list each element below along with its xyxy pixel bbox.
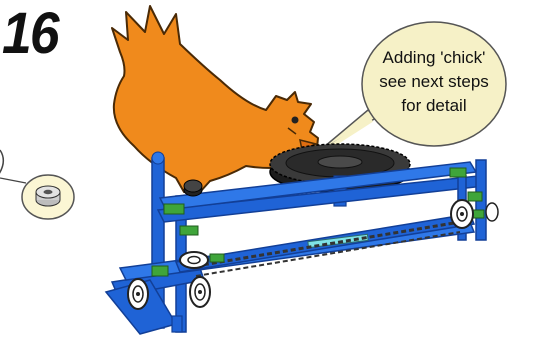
wheel-right	[451, 200, 473, 228]
inset-bushing-callout	[0, 150, 74, 219]
hen-eye	[292, 117, 299, 124]
callout-line-3: for detail	[360, 94, 508, 118]
wheel-left-front	[128, 279, 148, 309]
callout-line-1: Adding 'chick'	[360, 46, 508, 70]
callout-text: Adding 'chick' see next steps for detail	[360, 46, 508, 118]
blue-frame	[106, 158, 486, 334]
callout-line-2: see next steps	[360, 70, 508, 94]
wheel-right-small	[486, 203, 498, 221]
wheel-center	[180, 252, 208, 268]
bushing-icon	[36, 186, 60, 206]
wheel-left-rear	[190, 277, 210, 307]
